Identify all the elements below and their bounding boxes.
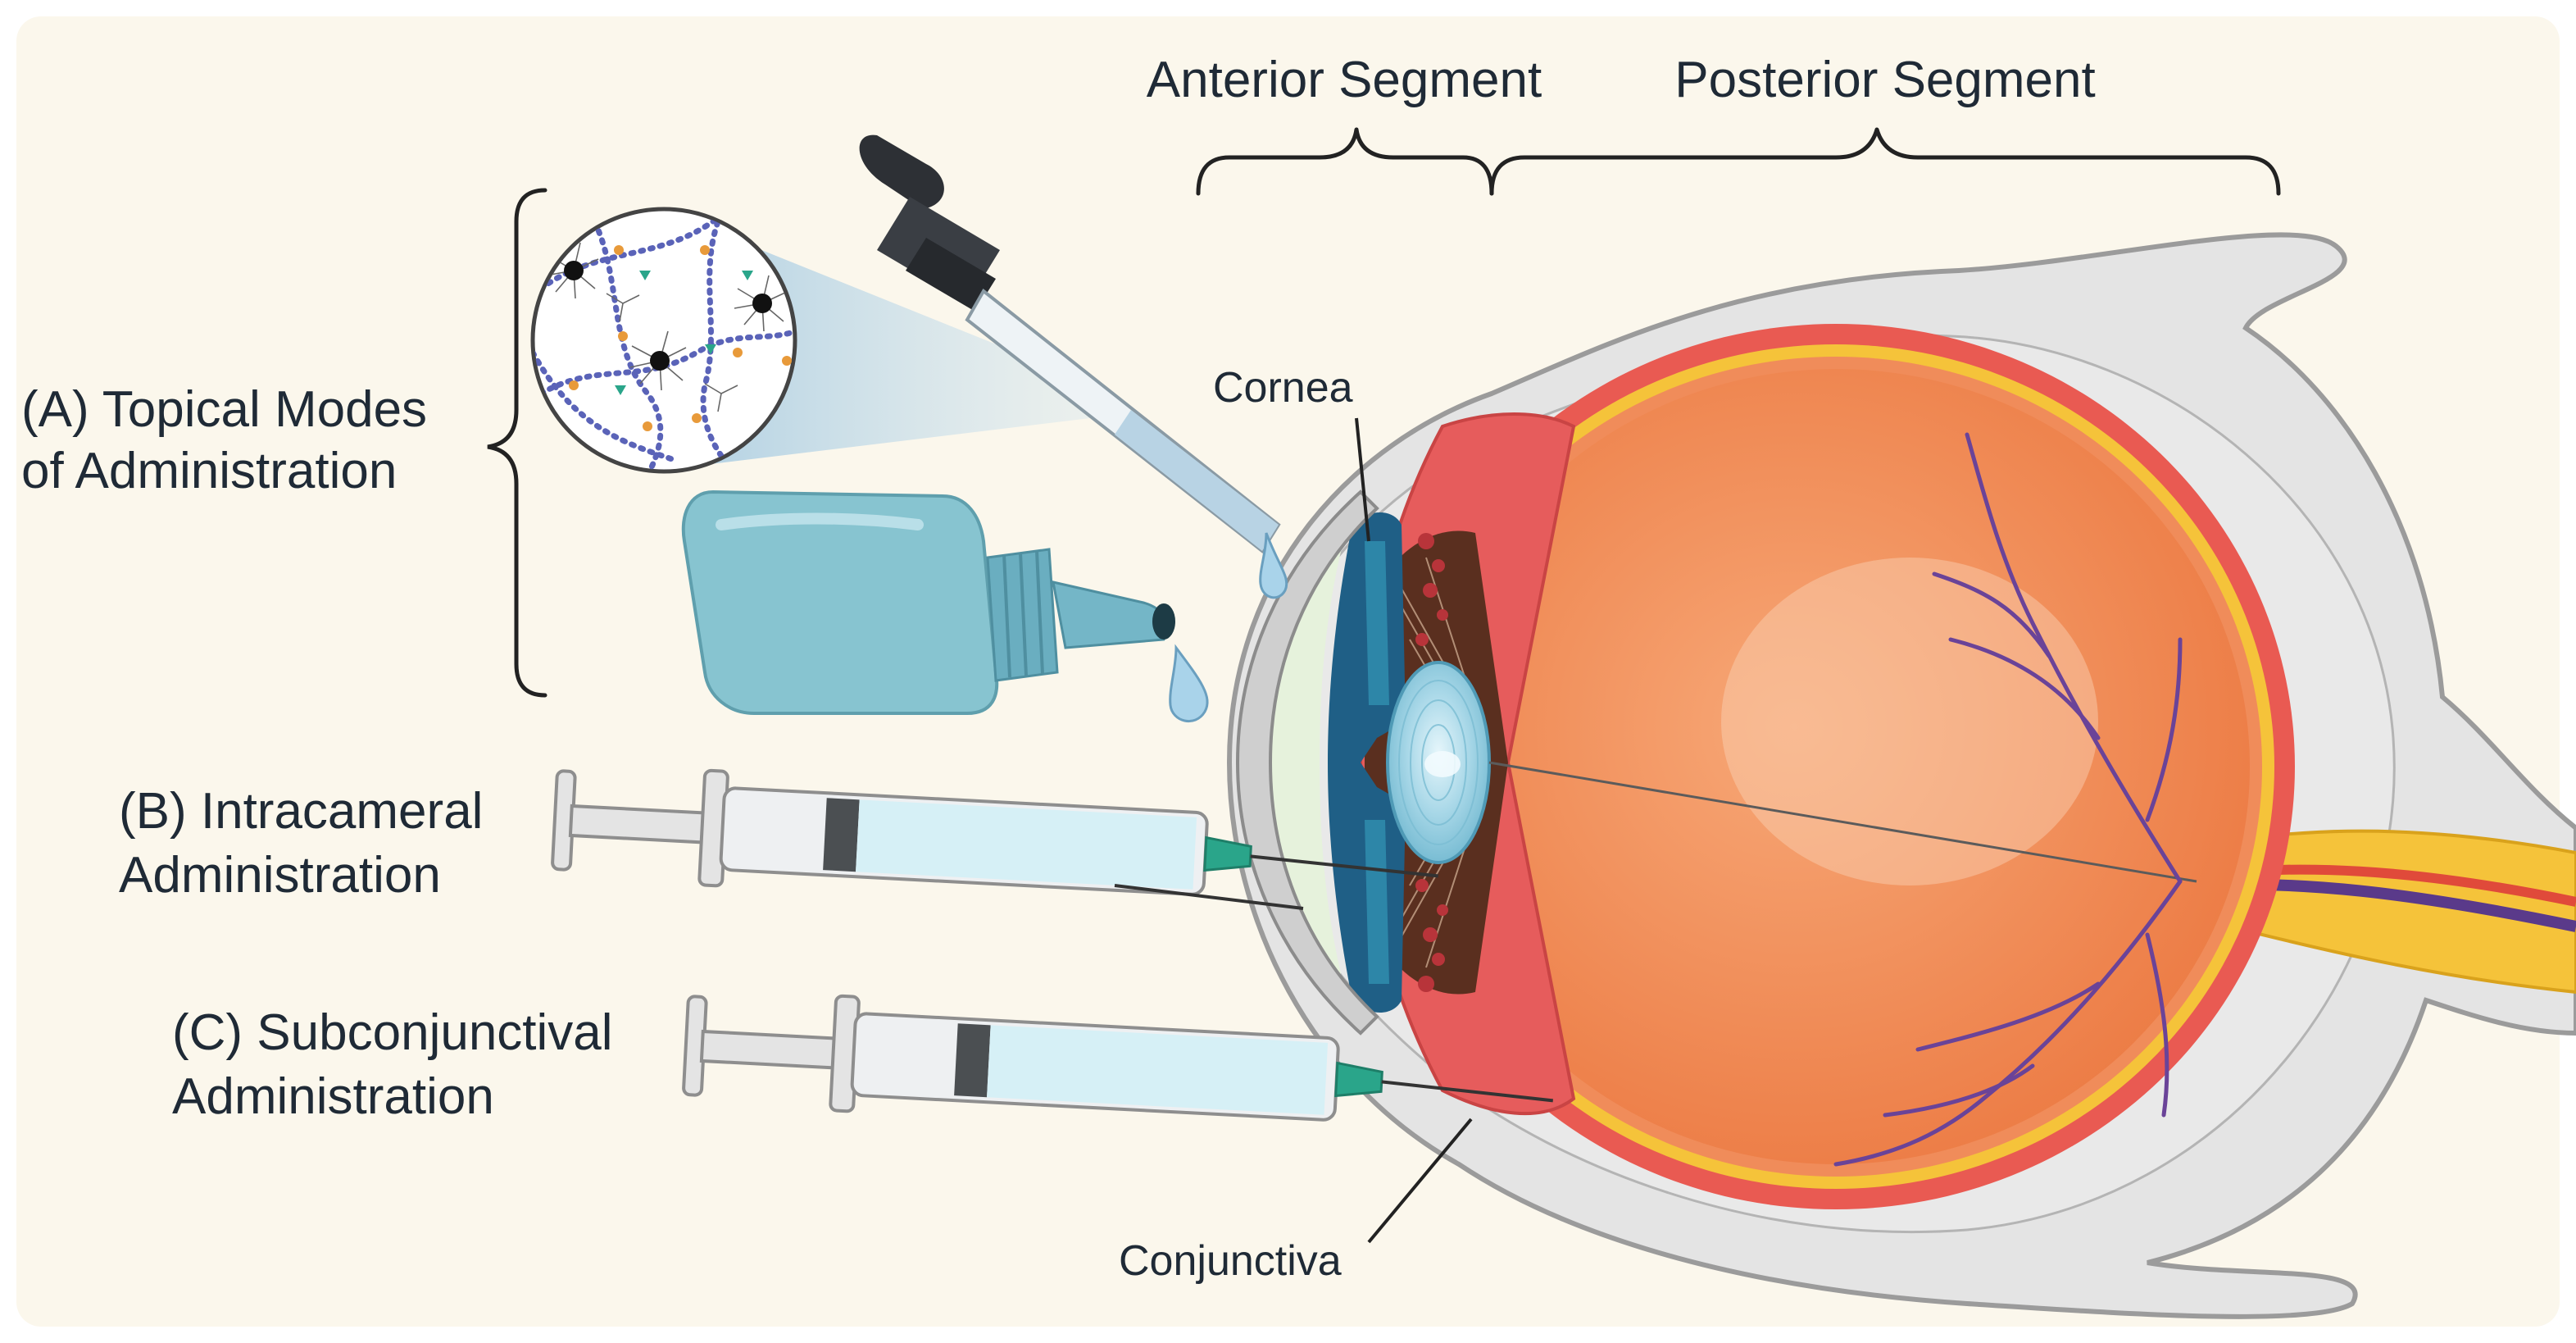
topical-label-line1: (A) Topical Modes [21,381,427,438]
cornea-leader-line [1355,417,1370,542]
anterior-brace [1196,127,1494,196]
topical-label-line2: of Administration [21,443,397,499]
eye-drop-bottle-icon [681,489,1209,722]
nanocarrier-magnified-icon [530,207,797,474]
retinal-vessels [1833,432,2183,1167]
dropper-icon [859,134,1288,599]
ciliary-processes [1415,533,1448,992]
intracameral-label-line2: Administration [119,847,441,904]
conjunctiva-label: Conjunctiva [1119,1237,1342,1285]
anterior-segment-label: Anterior Segment [1147,52,1542,108]
conjunctiva-leader-line [1367,1118,1473,1244]
subconjunctival-label-line2: Administration [172,1068,494,1125]
visual-axis-line [1488,761,2197,883]
subconjunctival-label-line1: (C) Subconjunctival [172,1004,613,1061]
segment-braces [1196,127,2281,196]
topical-brace [487,188,547,698]
syringe-icon [551,768,1438,896]
posterior-brace [1489,127,2281,196]
cornea [1235,489,1379,1036]
eye-cross-section-icon [1226,232,2576,1319]
intracameral-needle-tip [1114,884,1304,910]
vitreous-body [1422,369,2250,1164]
cornea-label: Cornea [1213,364,1353,412]
posterior-segment-label: Posterior Segment [1674,52,2095,108]
intracameral-label-line1: (B) Intracameral [119,783,483,840]
syringe-icon [682,994,1553,1122]
